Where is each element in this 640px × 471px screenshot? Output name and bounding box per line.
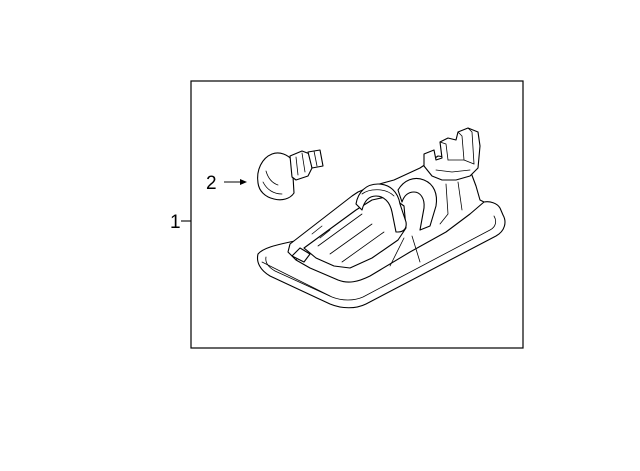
callout-2-label: 2	[206, 173, 217, 194]
lamp-housing-drawing	[256, 127, 506, 309]
callout-2-arrow	[224, 179, 247, 185]
diagram-frame	[190, 80, 524, 349]
callout-1-label: 1	[170, 212, 181, 233]
bulb-drawing	[257, 149, 324, 201]
